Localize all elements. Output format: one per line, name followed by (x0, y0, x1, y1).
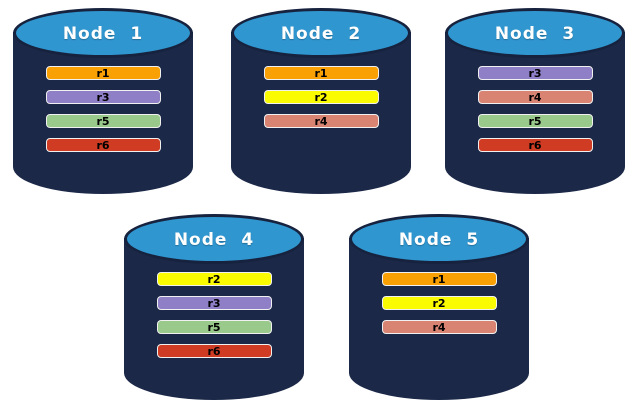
replica-bar: r5 (477, 114, 593, 128)
replica-label: r3 (207, 296, 221, 310)
replica-label: r2 (314, 90, 328, 104)
replica-label: r5 (528, 114, 542, 128)
replica-label: r1 (432, 272, 446, 286)
replica-list: r1 r2 r4 (231, 66, 411, 128)
node-label: Node 2 (280, 24, 362, 44)
replica-label: r6 (528, 138, 542, 152)
replica-list: r3 r4 r5 r6 (445, 66, 625, 152)
replica-list: r2 r3 r5 r6 (124, 272, 304, 358)
node-3-cylinder: Node 3 r3 r4 r5 r6 (445, 8, 625, 196)
replica-bar: r5 (156, 320, 272, 334)
replica-list: r1 r2 r4 (349, 272, 529, 334)
replica-label: r3 (96, 90, 110, 104)
replica-bar: r6 (45, 138, 161, 152)
replica-bar: r3 (477, 66, 593, 80)
node-label: Node 4 (173, 230, 255, 250)
replica-bar: r3 (45, 90, 161, 104)
replica-bar: r4 (263, 114, 379, 128)
replica-bar: r6 (477, 138, 593, 152)
replica-bar: r6 (156, 344, 272, 358)
replica-bar: r2 (381, 296, 497, 310)
replica-bar: r1 (263, 66, 379, 80)
node-label: Node 1 (62, 24, 144, 44)
replica-label: r6 (207, 344, 221, 358)
replica-bar: r2 (263, 90, 379, 104)
replica-bar: r2 (156, 272, 272, 286)
cylinder-body (13, 32, 193, 194)
replica-label: r1 (314, 66, 328, 80)
replica-label: r6 (96, 138, 110, 152)
cylinder-top-ellipse: Node 3 (445, 8, 625, 58)
node-5-cylinder: Node 5 r1 r2 r4 (349, 214, 529, 402)
node-2-cylinder: Node 2 r1 r2 r4 (231, 8, 411, 196)
replica-label: r2 (207, 272, 221, 286)
replica-label: r5 (207, 320, 221, 334)
cylinder-body (445, 32, 625, 194)
node-label: Node 5 (398, 230, 480, 250)
replica-label: r3 (528, 66, 542, 80)
node-4-cylinder: Node 4 r2 r3 r5 r6 (124, 214, 304, 402)
replica-label: r1 (96, 66, 110, 80)
cylinder-body (231, 32, 411, 194)
cylinder-body (124, 238, 304, 400)
replica-list: r1 r3 r5 r6 (13, 66, 193, 152)
cylinder-top-ellipse: Node 5 (349, 214, 529, 264)
replica-label: r4 (314, 114, 328, 128)
replica-label: r5 (96, 114, 110, 128)
node-1-cylinder: Node 1 r1 r3 r5 r6 (13, 8, 193, 196)
replica-bar: r1 (381, 272, 497, 286)
cylinder-top-ellipse: Node 2 (231, 8, 411, 58)
replica-label: r2 (432, 296, 446, 310)
replica-label: r4 (528, 90, 542, 104)
replica-bar: r4 (477, 90, 593, 104)
cylinder-top-ellipse: Node 1 (13, 8, 193, 58)
replica-bar: r4 (381, 320, 497, 334)
replica-bar: r3 (156, 296, 272, 310)
cylinder-body (349, 238, 529, 400)
node-label: Node 3 (494, 24, 576, 44)
replica-bar: r5 (45, 114, 161, 128)
replica-label: r4 (432, 320, 446, 334)
replica-bar: r1 (45, 66, 161, 80)
cylinder-top-ellipse: Node 4 (124, 214, 304, 264)
